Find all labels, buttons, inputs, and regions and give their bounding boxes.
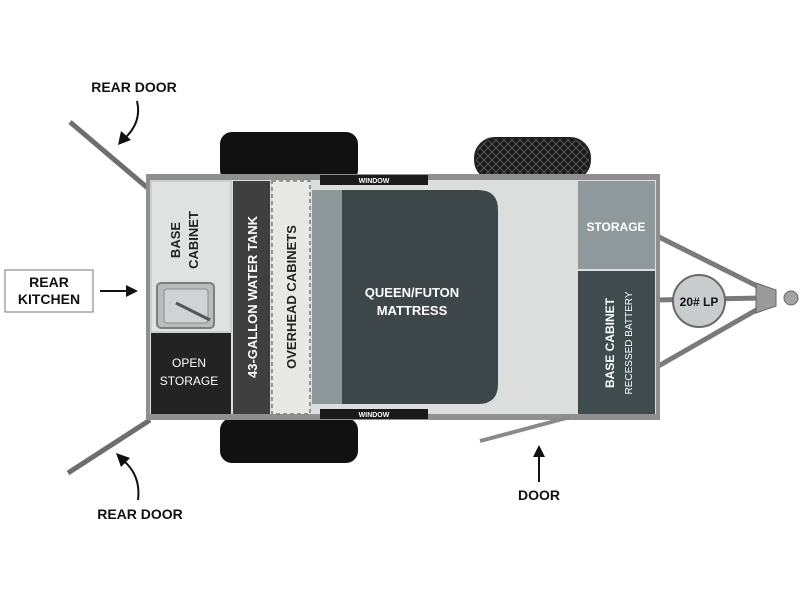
rear-base-cabinet-label-1: BASE bbox=[168, 222, 183, 258]
rear-door-top-arrowhead bbox=[118, 131, 131, 145]
lp-tank bbox=[672, 274, 726, 328]
sink-basin bbox=[163, 288, 209, 324]
window-top-label: WINDOW bbox=[359, 178, 390, 185]
tongue-bar-top bbox=[653, 232, 767, 293]
front-storage-label: STORAGE bbox=[586, 220, 645, 234]
rear-kitchen-label-2: KITCHEN bbox=[18, 291, 80, 307]
rear-door-bottom-label: REAR DOOR bbox=[97, 506, 183, 522]
front-base-cabinet bbox=[578, 271, 655, 414]
spare-tire bbox=[474, 137, 591, 181]
tongue-bar-bottom bbox=[653, 302, 767, 371]
wheel-bottom bbox=[220, 418, 358, 463]
door-arrowhead bbox=[533, 445, 545, 457]
mattress-label-1: QUEEN/FUTON bbox=[365, 285, 459, 300]
rear-door-top-arrow bbox=[124, 100, 140, 139]
rear-door-top-line bbox=[68, 120, 152, 192]
front-base-cabinet-label: BASE CABINET bbox=[603, 297, 617, 388]
entry-door-line bbox=[479, 415, 571, 443]
overhead-cabinets-label: OVERHEAD CABINETS bbox=[284, 225, 299, 369]
rear-kitchen-label-1: REAR bbox=[29, 274, 69, 290]
rear-door-bottom-arrow bbox=[123, 460, 140, 501]
overhead-cabinets bbox=[271, 180, 311, 415]
rear-door-top-label: REAR DOOR bbox=[91, 79, 177, 95]
open-storage-label-1: OPEN bbox=[172, 356, 206, 370]
open-storage bbox=[151, 333, 231, 414]
recessed-battery-label: RECESSED BATTERY bbox=[624, 291, 635, 394]
hitch-coupler bbox=[755, 282, 777, 314]
door-label: DOOR bbox=[518, 487, 560, 503]
window-top bbox=[320, 175, 428, 185]
sink-faucet bbox=[175, 301, 211, 322]
rear-base-cabinet-label-2: CABINET bbox=[186, 211, 201, 269]
hitch-ball bbox=[783, 290, 799, 306]
lp-tank-label: 20# LP bbox=[680, 295, 719, 309]
mattress-label-2: MATTRESS bbox=[377, 303, 448, 318]
rear-kitchen-arrowhead bbox=[126, 285, 138, 297]
window-bottom bbox=[320, 409, 428, 419]
rear-door-bottom-arrowhead bbox=[116, 453, 130, 467]
rear-kitchen-callout bbox=[4, 269, 94, 313]
mattress bbox=[342, 190, 498, 404]
rear-door-bottom-line bbox=[66, 417, 152, 476]
water-tank bbox=[233, 181, 270, 414]
water-tank-label: 43-GALLON WATER TANK bbox=[245, 215, 260, 378]
window-bottom-label: WINDOW bbox=[359, 412, 390, 419]
wheel-top bbox=[220, 132, 358, 182]
front-storage bbox=[578, 181, 655, 269]
open-storage-label-2: STORAGE bbox=[160, 374, 218, 388]
